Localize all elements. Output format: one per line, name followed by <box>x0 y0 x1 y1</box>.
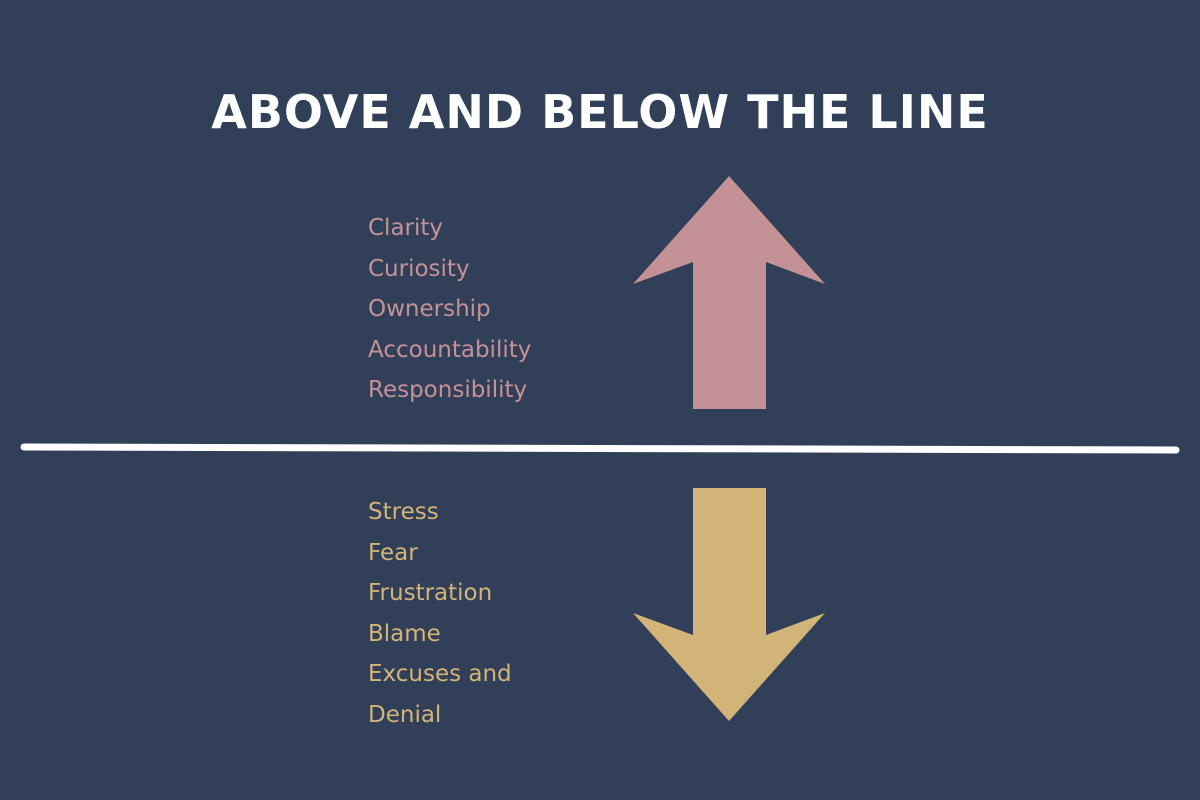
below-line-list: Stress Fear Frustration Blame Excuses an… <box>368 492 512 735</box>
above-item-ownership: Ownership <box>368 296 491 322</box>
above-item-responsibility: Responsibility <box>368 377 528 403</box>
below-item-blame: Blame <box>368 620 441 647</box>
above-item-clarity: Clarity <box>368 215 444 241</box>
diagram-title: ABOVE AND BELOW THE LINE <box>211 85 989 139</box>
below-item-denial: Denial <box>368 701 442 728</box>
divider-line <box>20 443 1180 454</box>
arrow-up-icon <box>633 176 825 409</box>
arrow-down-icon <box>633 488 825 721</box>
below-item-excuses-and: Excuses and <box>368 661 512 687</box>
above-item-accountability: Accountability <box>368 336 532 363</box>
above-item-curiosity: Curiosity <box>368 255 470 282</box>
below-item-fear: Fear <box>368 539 418 566</box>
below-item-frustration: Frustration <box>368 580 493 606</box>
below-item-stress: Stress <box>368 499 439 525</box>
above-line-list: Clarity Curiosity Ownership Accountabili… <box>368 208 531 411</box>
